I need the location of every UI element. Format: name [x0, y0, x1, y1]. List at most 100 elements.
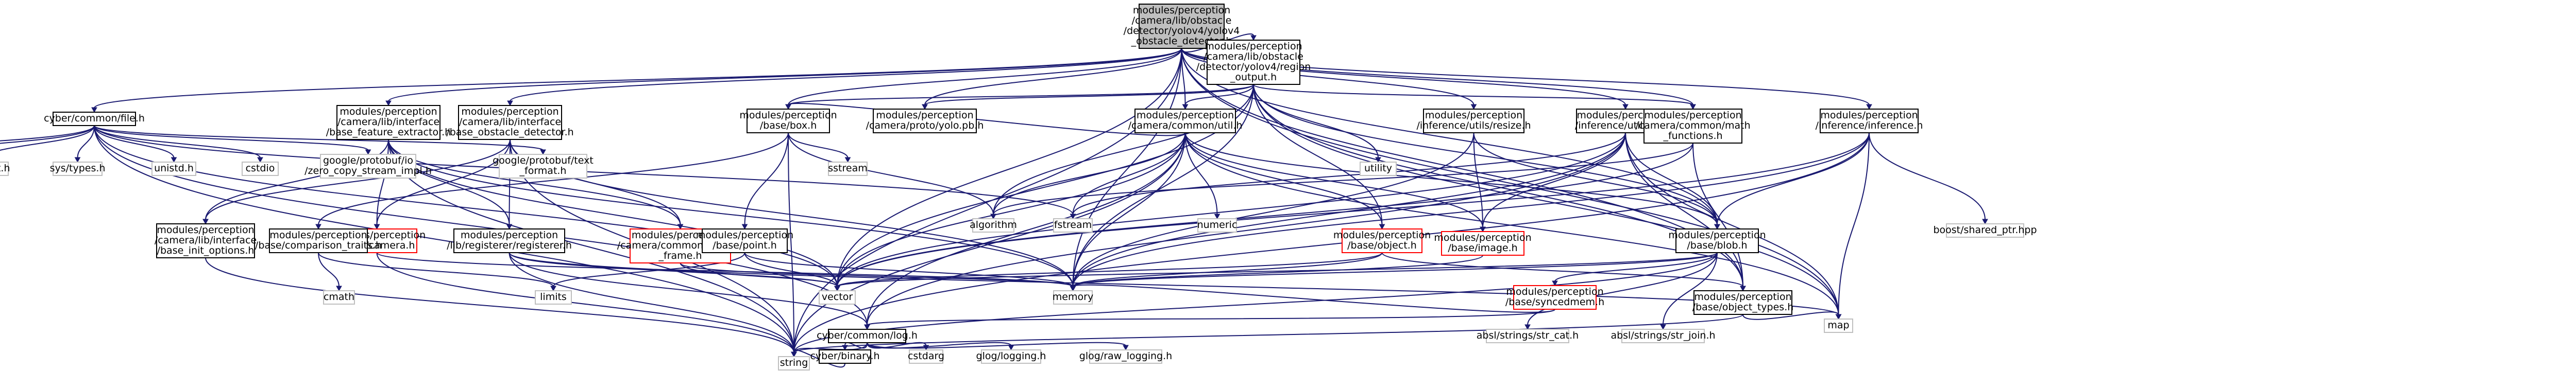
- edge-arrowhead: [785, 104, 791, 110]
- node-base_object[interactable]: modules/perception/base/object.h: [1333, 228, 1431, 253]
- node-root[interactable]: modules/perception/camera/lib/obstacle/d…: [1124, 4, 1240, 49]
- node-unistd[interactable]: unistd.h: [151, 162, 196, 176]
- edge-inf_util-to-vector: [837, 132, 1626, 287]
- node-registerer[interactable]: modules/perception/lib/registerer/regist…: [447, 228, 572, 253]
- node-yolo_pb[interactable]: modules/perception/camera/proto/yolo.pb.…: [866, 109, 984, 133]
- node-box: [778, 356, 810, 370]
- node-base_init[interactable]: modules/perception/camera/lib/interface/…: [155, 223, 257, 258]
- node-boost[interactable]: boost/shared_ptr.hpp: [1933, 223, 2037, 238]
- node-cmath[interactable]: cmath: [323, 290, 355, 305]
- edge-cyber_log-to-string: [793, 342, 868, 353]
- edge-inference-to-string: [793, 132, 1870, 353]
- edge-arrowhead: [1690, 104, 1696, 110]
- node-str_join[interactable]: absl/strings/str_join.h: [1611, 329, 1716, 343]
- node-box: [320, 154, 416, 179]
- node-limits[interactable]: limits: [535, 290, 572, 305]
- edge-cam_frame-to-memory: [680, 262, 1074, 287]
- node-object_types[interactable]: modules/perception/base/object_types.h: [1692, 290, 1794, 315]
- node-zero_copy[interactable]: google/protobuf/io/zero_copy_stream_impl…: [304, 154, 432, 179]
- edge-arrowhead: [1214, 214, 1221, 220]
- edge-arrowhead: [1182, 104, 1189, 110]
- node-comparison[interactable]: modules/perception/base/comparison_trait…: [255, 228, 382, 253]
- node-box: [0, 162, 9, 176]
- node-label: fstream: [1054, 219, 1092, 231]
- node-inf_resize[interactable]: modules/perception/inference/utils/resiz…: [1416, 109, 1531, 133]
- node-utility[interactable]: utility: [1360, 162, 1397, 176]
- edge-base_blob-to-memory: [1072, 252, 1718, 287]
- node-box: [1360, 162, 1397, 176]
- edge-base_box-to-sstream: [788, 132, 849, 158]
- node-memory[interactable]: memory: [1053, 290, 1093, 305]
- edge-cam_util-to-base_box: [788, 102, 1186, 136]
- node-string[interactable]: string: [778, 356, 810, 370]
- node-box: [535, 290, 572, 305]
- node-algorithm[interactable]: algorithm: [970, 218, 1017, 233]
- node-inference[interactable]: modules/perception/inference/inference.h: [1816, 109, 1923, 133]
- node-cstdio[interactable]: cstdio: [242, 162, 279, 176]
- node-label: /base/image.h: [1448, 242, 1517, 254]
- node-systypes[interactable]: sys/types.h: [50, 162, 106, 176]
- node-base_obstacle[interactable]: modules/perception/camera/lib/interface/…: [446, 105, 574, 140]
- node-label: /camera/lib/obstacle: [1132, 15, 1232, 26]
- node-label: modules/perception: [1820, 110, 1918, 121]
- node-label: modules/perception: [1694, 291, 1791, 303]
- node-vector[interactable]: vector: [819, 290, 856, 305]
- edge-math_func-to-algorithm: [993, 143, 1693, 215]
- edge-cam_util-to-memory: [1072, 132, 1186, 287]
- node-sysstat[interactable]: sys/stat.h: [0, 162, 10, 176]
- node-cyber_file[interactable]: cyber/common/file.h: [44, 112, 145, 126]
- node-base_feature[interactable]: modules/perception/camera/lib/interface/…: [326, 105, 451, 140]
- node-math_func[interactable]: modules/perception/camera/common/math_fu…: [1635, 109, 1751, 144]
- node-label: modules/perception: [1137, 110, 1234, 121]
- edge-root-to-yolo_pb: [924, 48, 1182, 105]
- node-base_box[interactable]: modules/perception/base/box.h: [739, 109, 837, 133]
- node-text_format[interactable]: google/protobuf/text_format.h: [493, 154, 594, 179]
- edge-registerer-to-string: [509, 252, 794, 353]
- edge-region_output-to-cam_util: [1184, 84, 1254, 105]
- edge-cyber_file-to-text_format: [94, 125, 544, 151]
- node-cam_util[interactable]: modules/perception/camera/common/util.h: [1128, 109, 1243, 133]
- edge-arrowhead: [1552, 280, 1558, 287]
- node-box: [1053, 290, 1093, 305]
- edge-arrowhead: [1866, 104, 1872, 110]
- edge-arrowhead: [834, 286, 840, 292]
- node-box: [1089, 349, 1162, 364]
- node-box: [981, 349, 1041, 364]
- node-label: string: [780, 357, 808, 368]
- node-glog[interactable]: glog/logging.h: [976, 349, 1046, 364]
- edge-base_box-to-base_point: [744, 132, 789, 225]
- node-label: sstream: [828, 163, 867, 174]
- edge-cyber_log-to-cyber_binary: [844, 342, 868, 349]
- edge-arrowhead: [171, 157, 177, 163]
- node-map[interactable]: map: [1824, 319, 1853, 333]
- node-base_blob[interactable]: modules/perception/base/blob.h: [1668, 228, 1766, 253]
- node-base_point[interactable]: modules/perception/base/point.h: [696, 228, 793, 253]
- node-label: map: [1827, 320, 1849, 331]
- node-cyber_binary[interactable]: cyber/binary.h: [810, 349, 880, 364]
- edge-syncedmem-to-memory: [1072, 284, 1555, 313]
- edge-registerer-to-cyber_log: [509, 252, 868, 326]
- node-region_output[interactable]: modules/perception/camera/lib/obstacle/d…: [1196, 40, 1311, 85]
- edge-arrowhead: [365, 149, 371, 155]
- node-syncedmem[interactable]: modules/perception/base/syncedmem.h: [1505, 285, 1604, 310]
- node-numeric[interactable]: numeric: [1197, 218, 1238, 233]
- edge-arrowhead: [1470, 104, 1477, 110]
- node-label: /camera/lib/interface: [155, 235, 257, 246]
- edge-inf_util-to-object_types: [1625, 132, 1743, 287]
- node-cyber_log[interactable]: cyber/common/log.h: [817, 329, 918, 343]
- node-sstream[interactable]: sstream: [828, 162, 868, 176]
- node-cstdarg[interactable]: cstdarg: [908, 349, 944, 364]
- node-fstream[interactable]: fstream: [1053, 218, 1093, 233]
- node-box: [1643, 109, 1742, 144]
- node-label: /base_obstacle_detector.h: [446, 127, 573, 138]
- node-str_cat[interactable]: absl/strings/str_cat.h: [1477, 329, 1579, 343]
- node-label: google/protobuf/io: [323, 155, 413, 166]
- edge-arrowhead: [1123, 345, 1129, 351]
- node-glog_raw[interactable]: glog/raw_logging.h: [1079, 349, 1172, 364]
- edge-cam_util-to-vector: [837, 132, 1186, 287]
- edge-base_object-to-object_types: [1381, 252, 1743, 287]
- node-label: modules/perception: [876, 110, 973, 121]
- edges-layer: [0, 33, 1988, 368]
- node-label: modules/perception: [269, 229, 367, 241]
- node-base_image[interactable]: modules/perception/base/image.h: [1434, 231, 1532, 256]
